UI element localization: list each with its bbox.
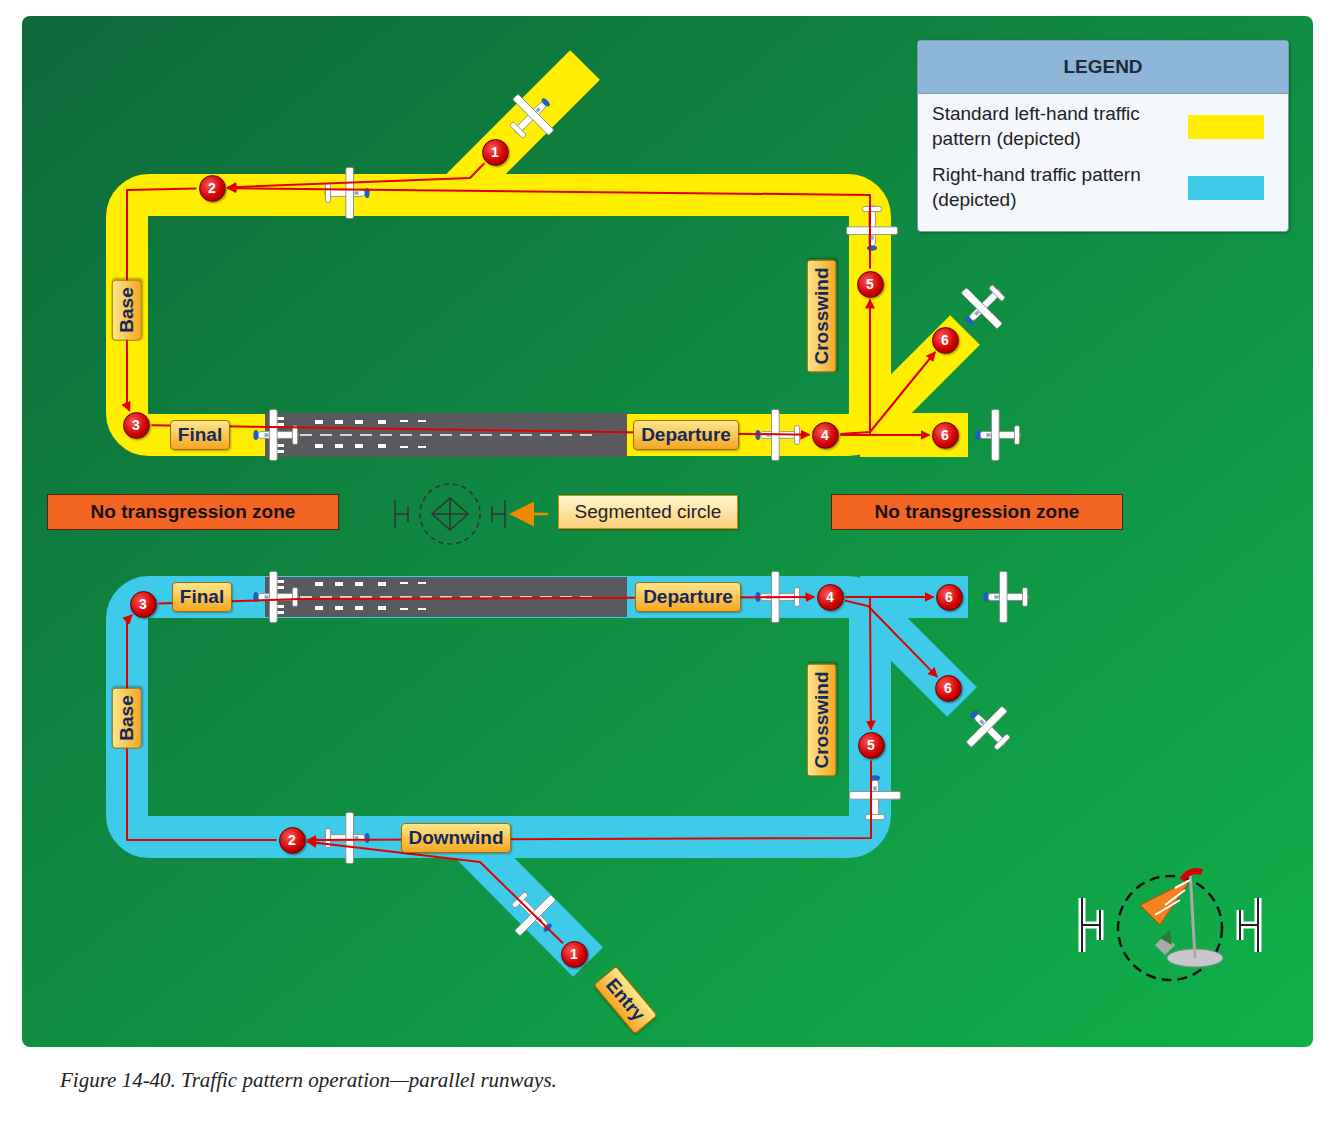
leg-label: Departure — [635, 582, 741, 612]
flight-path-arrow — [841, 434, 930, 436]
legend-swatch — [1188, 176, 1264, 200]
leg-label: Final — [172, 582, 232, 612]
legend-text: Right-hand traffic pattern (depicted) — [932, 163, 1182, 212]
leg-label: Crosswind — [807, 663, 837, 776]
flight-path-arrow — [228, 163, 485, 187]
label-text: 6 — [944, 680, 952, 696]
leg-label: Final — [170, 420, 230, 450]
leader-line — [514, 513, 548, 516]
leg-label: Departure — [633, 420, 739, 450]
label-text: Base — [116, 287, 137, 332]
legend-row: Right-hand traffic pattern (depicted) — [918, 155, 1288, 216]
label-text: Downwind — [409, 827, 504, 848]
zone-label: No transgression zone — [47, 494, 339, 530]
callout-number: 1 — [482, 139, 509, 166]
flight-path-arrow — [308, 761, 872, 840]
callout-number: 6 — [932, 327, 959, 354]
callout-number: 3 — [123, 412, 150, 439]
label-text: Final — [178, 424, 222, 445]
label-text: Base — [116, 695, 137, 740]
caption: Figure 14-40. Traffic pattern operation—… — [60, 1068, 557, 1093]
leg-label: Crosswind — [807, 259, 837, 372]
flight-path-arrow — [845, 601, 937, 677]
callout-number: 3 — [130, 591, 157, 618]
label-text: Entry — [602, 974, 649, 1025]
callout-number: 4 — [812, 422, 839, 449]
label-text: Departure — [643, 586, 733, 607]
label-text: 6 — [945, 589, 953, 605]
wind-sock — [1082, 870, 1258, 980]
label-text: Crosswind — [811, 671, 832, 768]
callout-number: 5 — [857, 271, 884, 298]
label-text: 2 — [288, 832, 296, 848]
label-text: 4 — [821, 427, 829, 443]
callout-number: 6 — [932, 422, 959, 449]
label-text: Final — [180, 586, 224, 607]
label-text: Segmented circle — [575, 501, 722, 522]
flight-path-arrow — [841, 352, 936, 434]
legend-header: LEGEND — [918, 41, 1288, 94]
legend-swatch — [1188, 115, 1264, 139]
label-text: No transgression zone — [875, 501, 1080, 522]
flight-path-arrow — [846, 596, 934, 598]
legend-text: Standard left-hand traffic pattern (depi… — [932, 102, 1182, 151]
label-text: 1 — [570, 946, 578, 962]
label-text: 5 — [866, 276, 874, 292]
left-hand-pattern — [127, 65, 968, 435]
label-text: Departure — [641, 424, 731, 445]
label-text: 1 — [491, 144, 499, 160]
callout-number: 6 — [936, 584, 963, 611]
ground — [22, 16, 1313, 1047]
label-text: 4 — [826, 589, 834, 605]
label-text: 3 — [132, 417, 140, 433]
leg-label: Downwind — [401, 823, 512, 853]
flight-path-arrow — [307, 842, 563, 943]
label-text: 5 — [867, 737, 875, 753]
callout-number: 2 — [199, 175, 226, 202]
flight-path-arrow — [127, 615, 277, 840]
leg-label: Base — [112, 279, 142, 340]
flight-path-arrow — [841, 300, 871, 436]
label-text: No transgression zone — [91, 501, 296, 522]
label-text: 6 — [941, 332, 949, 348]
legend-box: LEGEND Standard left-hand traffic patter… — [917, 40, 1289, 232]
callout-number: 6 — [935, 675, 962, 702]
callout-number: 1 — [561, 941, 588, 968]
label-text: 6 — [941, 427, 949, 443]
leg-label: Base — [112, 687, 142, 748]
flight-path-arrow — [846, 597, 871, 730]
callout-number: 4 — [817, 584, 844, 611]
legend-row: Standard left-hand traffic pattern (depi… — [918, 94, 1288, 155]
label-text: Crosswind — [811, 267, 832, 364]
zone-label: No transgression zone — [831, 494, 1123, 530]
callout-number: 2 — [279, 827, 306, 854]
label-text: 3 — [139, 596, 147, 612]
callout-number: 5 — [858, 732, 885, 759]
segmented-circle-icon — [395, 484, 505, 544]
caption-text: Figure 14-40. Traffic pattern operation—… — [60, 1068, 557, 1092]
legend-title: LEGEND — [1063, 56, 1142, 78]
callout-box: Segmented circle — [558, 495, 739, 529]
label-text: 2 — [208, 180, 216, 196]
flight-path-arrow — [228, 188, 871, 268]
right-hand-pattern — [127, 597, 968, 962]
leg-label: Entry — [593, 966, 657, 1035]
